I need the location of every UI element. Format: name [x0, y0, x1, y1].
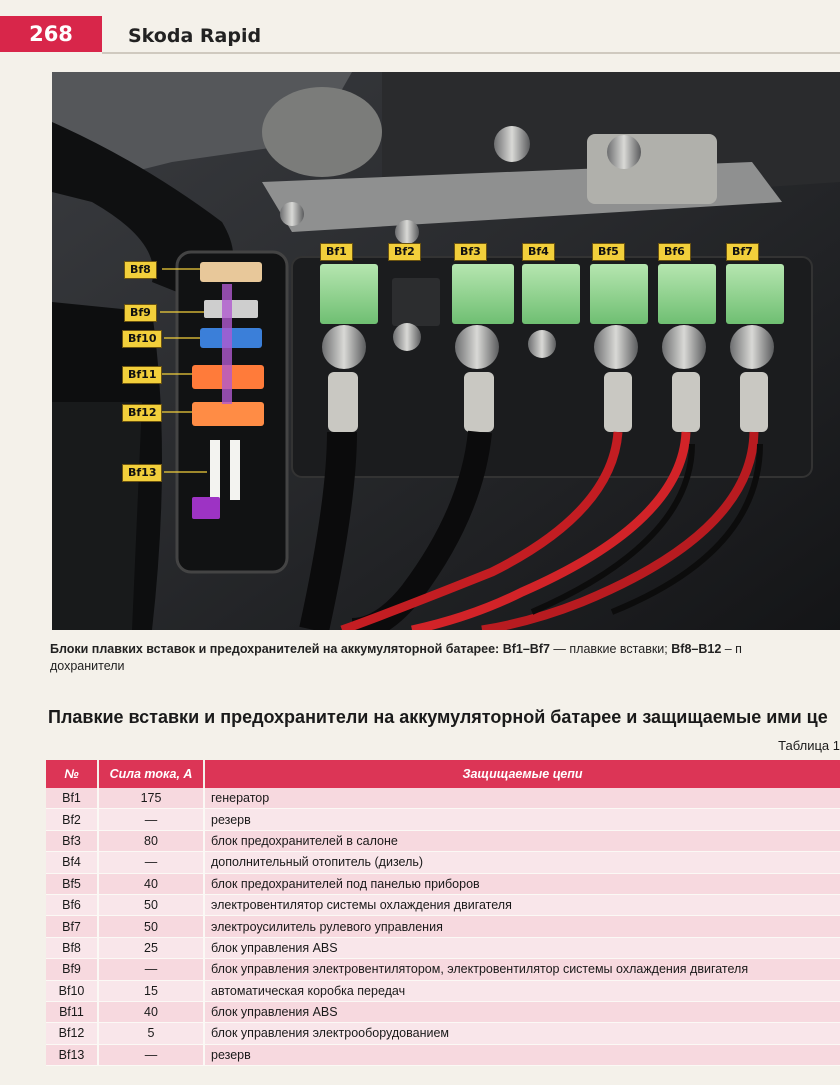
fuse-label-bf10: Bf10 [122, 330, 163, 348]
cell-amp: 50 [98, 894, 205, 917]
cell-circuit: электровентилятор системы охлаждения дви… [204, 894, 840, 917]
cell-amp: 25 [98, 937, 205, 960]
header-amp: Сила тока, А [98, 760, 205, 788]
caption-end: – п [721, 642, 742, 656]
cell-amp: 40 [98, 1001, 205, 1024]
cell-circuit: резерв [204, 1044, 840, 1067]
table-row: Bf9—блок управления электровентилятором,… [46, 958, 840, 981]
cell-amp: — [98, 808, 205, 831]
table-row: Bf2—резерв [46, 808, 840, 831]
cell-circuit: блок предохранителей под панелью приборо… [204, 873, 840, 895]
fuse-label-bf2: Bf2 [388, 243, 421, 261]
cell-circuit: электроусилитель рулевого управления [204, 915, 840, 938]
cell-circuit: блок управления электровентилятором, эле… [204, 958, 840, 981]
cell-no: Bf3 [46, 830, 99, 853]
cell-circuit: блок управления ABS [204, 1001, 840, 1024]
fuse-label-bf4: Bf4 [522, 243, 555, 261]
cell-no: Bf13 [46, 1044, 99, 1067]
table-header-row: № Сила тока, А Защищаемые цепи [46, 760, 840, 788]
cell-no: Bf4 [46, 851, 99, 874]
fuse-label-bf6: Bf6 [658, 243, 691, 261]
cell-amp: 80 [98, 830, 205, 853]
fuse-label-bf13: Bf13 [122, 464, 163, 482]
cell-amp: 15 [98, 980, 205, 1002]
fuse-label-bf1: Bf1 [320, 243, 353, 261]
fuse-label-bf5: Bf5 [592, 243, 625, 261]
fuse-label-bf3: Bf3 [454, 243, 487, 261]
caption-line-2: дохранители [50, 659, 125, 673]
fuse-label-bf11: Bf11 [122, 366, 163, 384]
photo-caption: Блоки плавких вставок и предохранителей … [50, 641, 840, 675]
cell-no: Bf8 [46, 937, 99, 960]
cell-amp: 40 [98, 873, 205, 895]
table-label: Таблица 1 [778, 738, 840, 753]
cell-circuit: генератор [204, 788, 840, 810]
caption-mid: — плавкие вставки; [549, 642, 672, 656]
caption-bold-2: Bf8–B12 [671, 642, 722, 656]
caption-bold: Блоки плавких вставок и предохранителей … [50, 642, 550, 656]
cell-circuit: автоматическая коробка передач [204, 980, 840, 1002]
cell-circuit: блок управления ABS [204, 937, 840, 960]
cell-amp: 50 [98, 915, 205, 938]
cell-circuit: дополнительный отопитель (дизель) [204, 851, 840, 874]
table-row: Bf13—резерв [46, 1044, 840, 1067]
fuse-label-bf12: Bf12 [122, 404, 163, 422]
book-title: Skoda Rapid [128, 25, 262, 47]
section-title: Плавкие вставки и предохранители на акку… [48, 707, 828, 727]
cell-amp: — [98, 1044, 205, 1067]
cell-no: Bf6 [46, 894, 99, 917]
fuse-label-bf8: Bf8 [124, 261, 157, 279]
header-circuit: Защищаемые цепи [204, 760, 840, 788]
cell-no: Bf12 [46, 1022, 99, 1045]
page-number: 268 [0, 16, 102, 52]
header-no: № [46, 760, 99, 788]
cell-circuit: блок управления электрооборудованием [204, 1022, 840, 1045]
cell-no: Bf7 [46, 915, 99, 938]
cell-no: Bf5 [46, 873, 99, 895]
cell-circuit: блок предохранителей в салоне [204, 830, 840, 853]
cell-amp: — [98, 851, 205, 874]
header-rule [102, 52, 840, 54]
cell-no: Bf1 [46, 788, 99, 810]
cell-amp: 5 [98, 1022, 205, 1045]
cell-amp: — [98, 958, 205, 981]
cell-circuit: резерв [204, 808, 840, 831]
fuse-label-bf7: Bf7 [726, 243, 759, 261]
cell-no: Bf11 [46, 1001, 99, 1024]
cell-no: Bf10 [46, 980, 99, 1002]
page-header: 268 Skoda Rapid [0, 0, 840, 62]
fuse-label-bf9: Bf9 [124, 304, 157, 322]
table-row: Bf4—дополнительный отопитель (дизель) [46, 851, 840, 874]
fuse-box-illustration [52, 72, 840, 630]
cell-no: Bf2 [46, 808, 99, 831]
cell-no: Bf9 [46, 958, 99, 981]
engine-bay-photo: Bf1 Bf2 Bf3 Bf4 Bf5 Bf6 Bf7 Bf8 Bf9 Bf10… [52, 72, 840, 630]
cell-amp: 175 [98, 788, 205, 810]
